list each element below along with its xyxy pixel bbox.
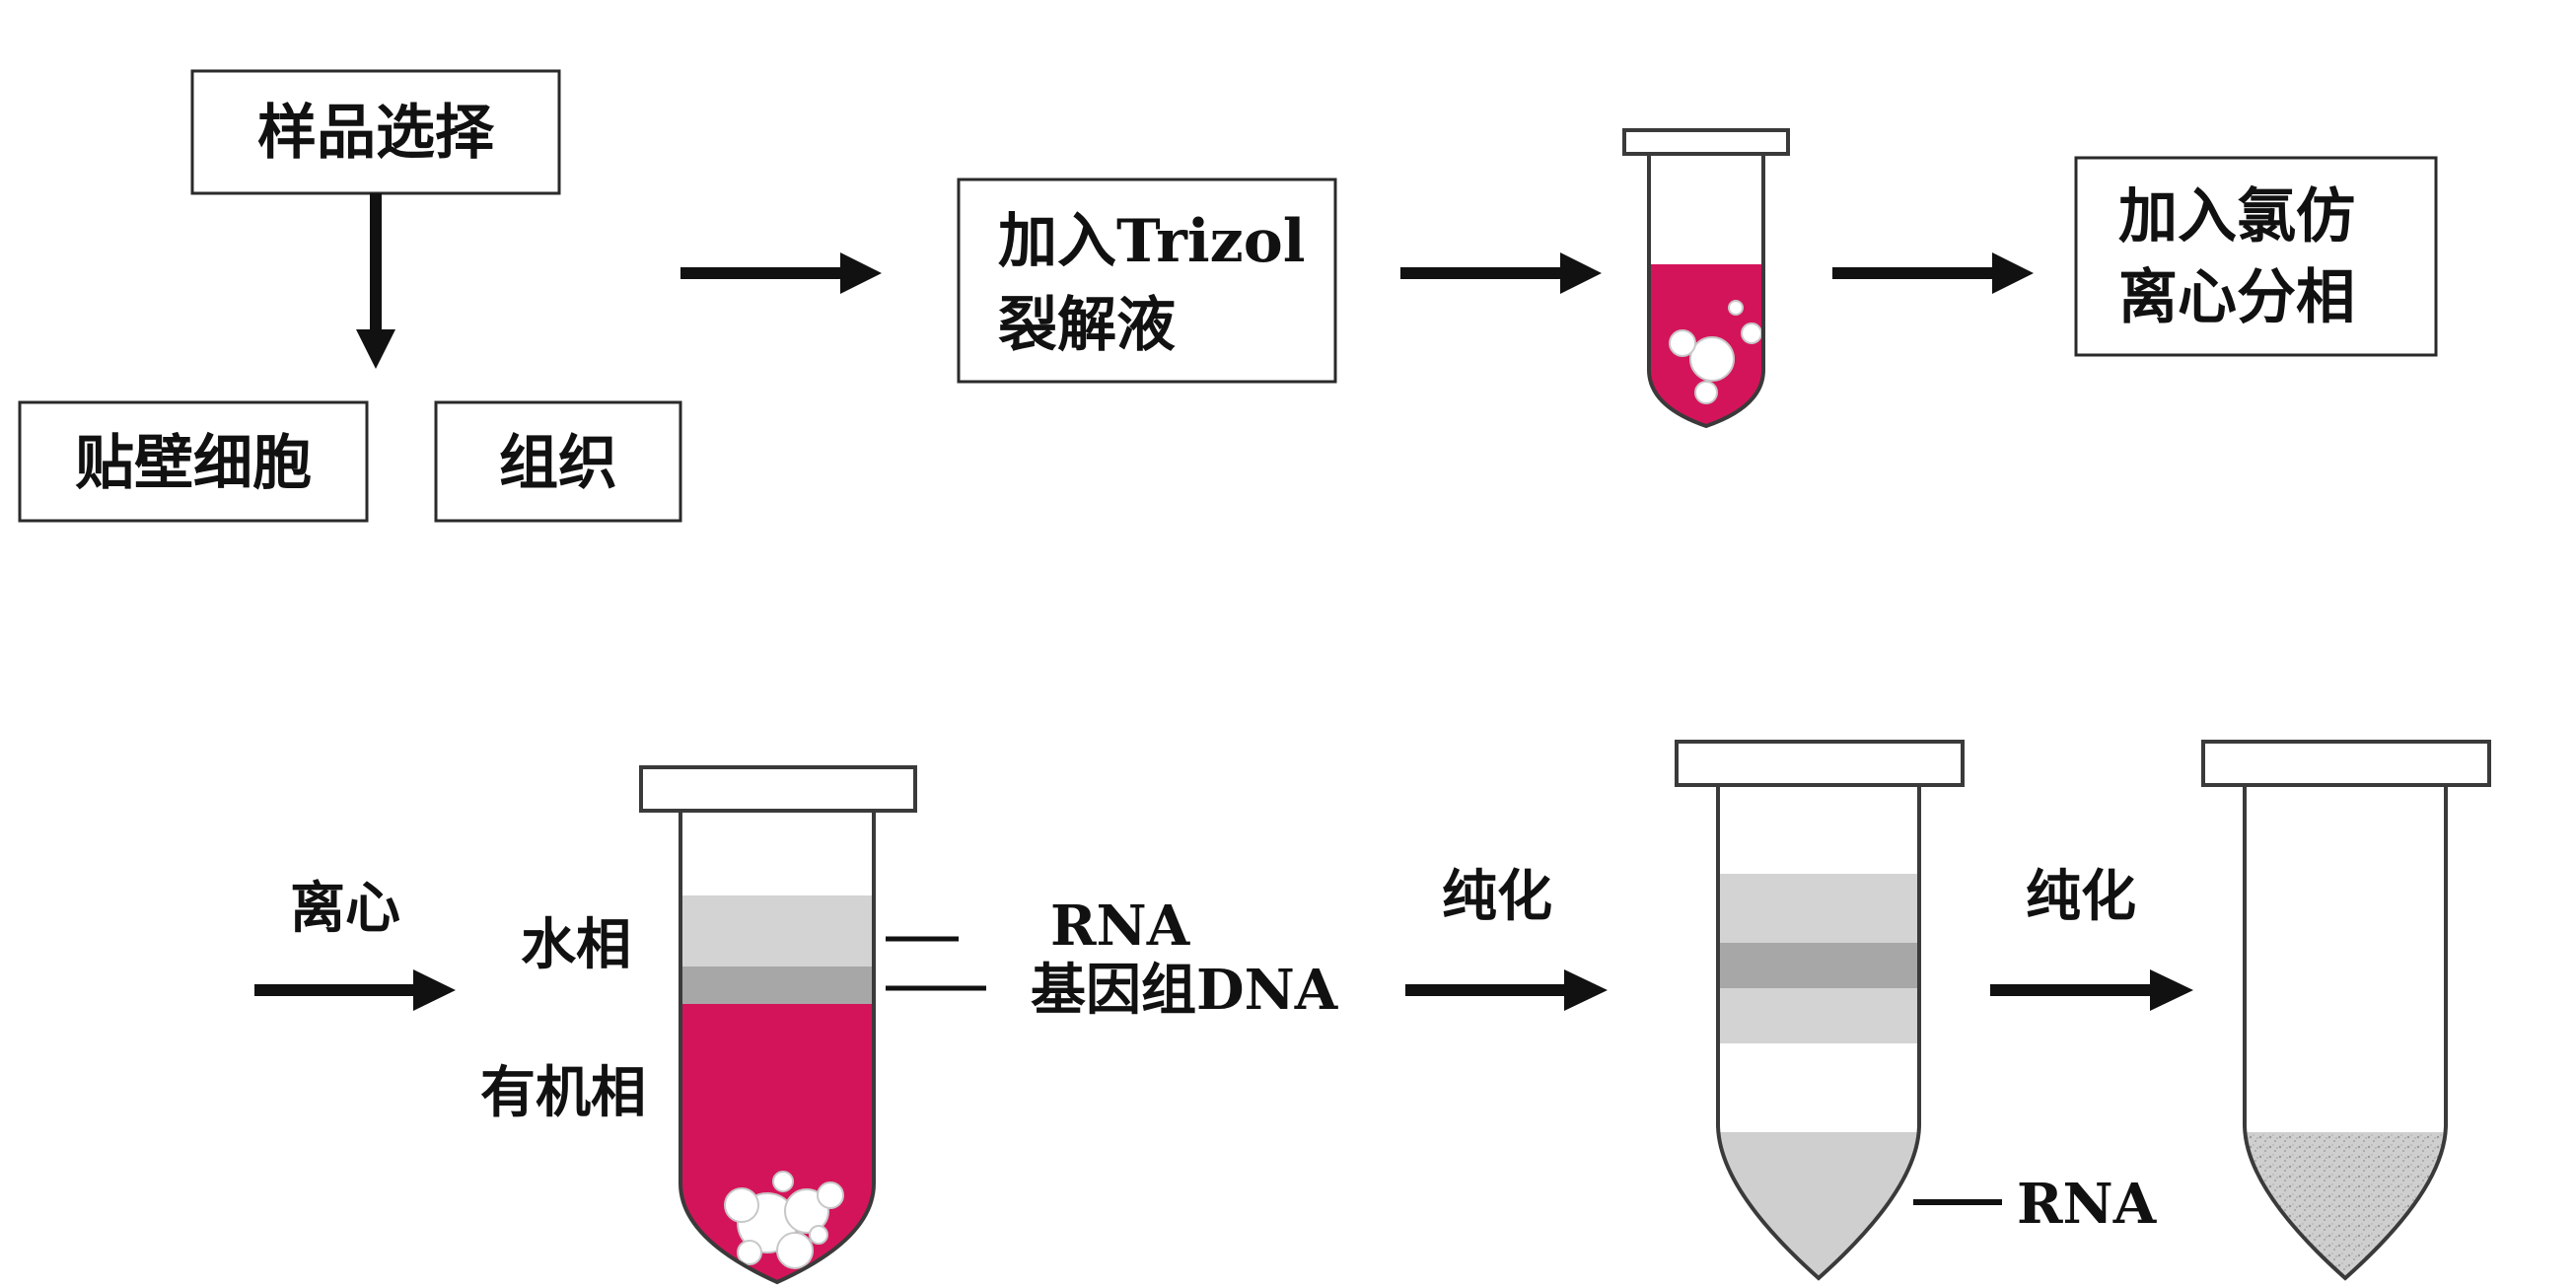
tissue-label: 组织 (499, 429, 617, 498)
sample-select-label: 样品选择 (257, 99, 495, 168)
purify-label-2: 纯化 (2026, 864, 2136, 929)
arrow-to-lysis-tube (1400, 252, 1602, 294)
interphase-layer (680, 966, 874, 1006)
organic-phase-label: 有机相 (480, 1060, 646, 1125)
arrow-purify-1 (1405, 969, 1608, 1011)
arrow-to-chloroform (1832, 252, 2034, 294)
phase-separation-tube (639, 765, 917, 1285)
purify-label-1: 纯化 (1442, 864, 1552, 929)
trizol-box: 加入Trizol 裂解液 (957, 178, 1337, 384)
middle-band (1718, 943, 1919, 988)
chloroform-label-line1: 加入氯仿 (2118, 182, 2355, 251)
trizol-label-line2: 裂解液 (998, 291, 1176, 360)
chloroform-label-line2: 离心分相 (2118, 263, 2355, 332)
centrifuge-label: 离心 (290, 876, 400, 941)
purification-tube (1675, 740, 1965, 1281)
aqueous-phase-label: 水相 (521, 912, 631, 977)
rna-bottom-label: RNA (2017, 1172, 2158, 1237)
lower-band (1718, 988, 1919, 1043)
trizol-label-line1: 加入Trizol (998, 207, 1306, 276)
arrow-purify-2 (1990, 969, 2193, 1011)
upper-band (1718, 874, 1919, 943)
adherent-cells-label: 贴壁细胞 (75, 429, 312, 498)
adherent-cells-box: 贴壁细胞 (18, 400, 369, 523)
down-arrow (356, 193, 395, 369)
arrow-centrifuge (254, 969, 456, 1011)
sample-select-box: 样品选择 (190, 69, 561, 195)
rna-pellet (1718, 1132, 1919, 1278)
tissue-box: 组织 (434, 400, 682, 523)
lysis-tube (1622, 128, 1790, 429)
aqueous-layer (680, 895, 874, 968)
rna-top-label: RNA (1050, 894, 1191, 959)
purified-rna-pellet (2245, 1132, 2446, 1278)
final-rna-tube (2201, 740, 2491, 1281)
chloroform-box: 加入氯仿 离心分相 (2074, 156, 2438, 357)
arrow-to-trizol (680, 252, 882, 294)
genomic-dna-label: 基因组DNA (1031, 958, 1339, 1023)
